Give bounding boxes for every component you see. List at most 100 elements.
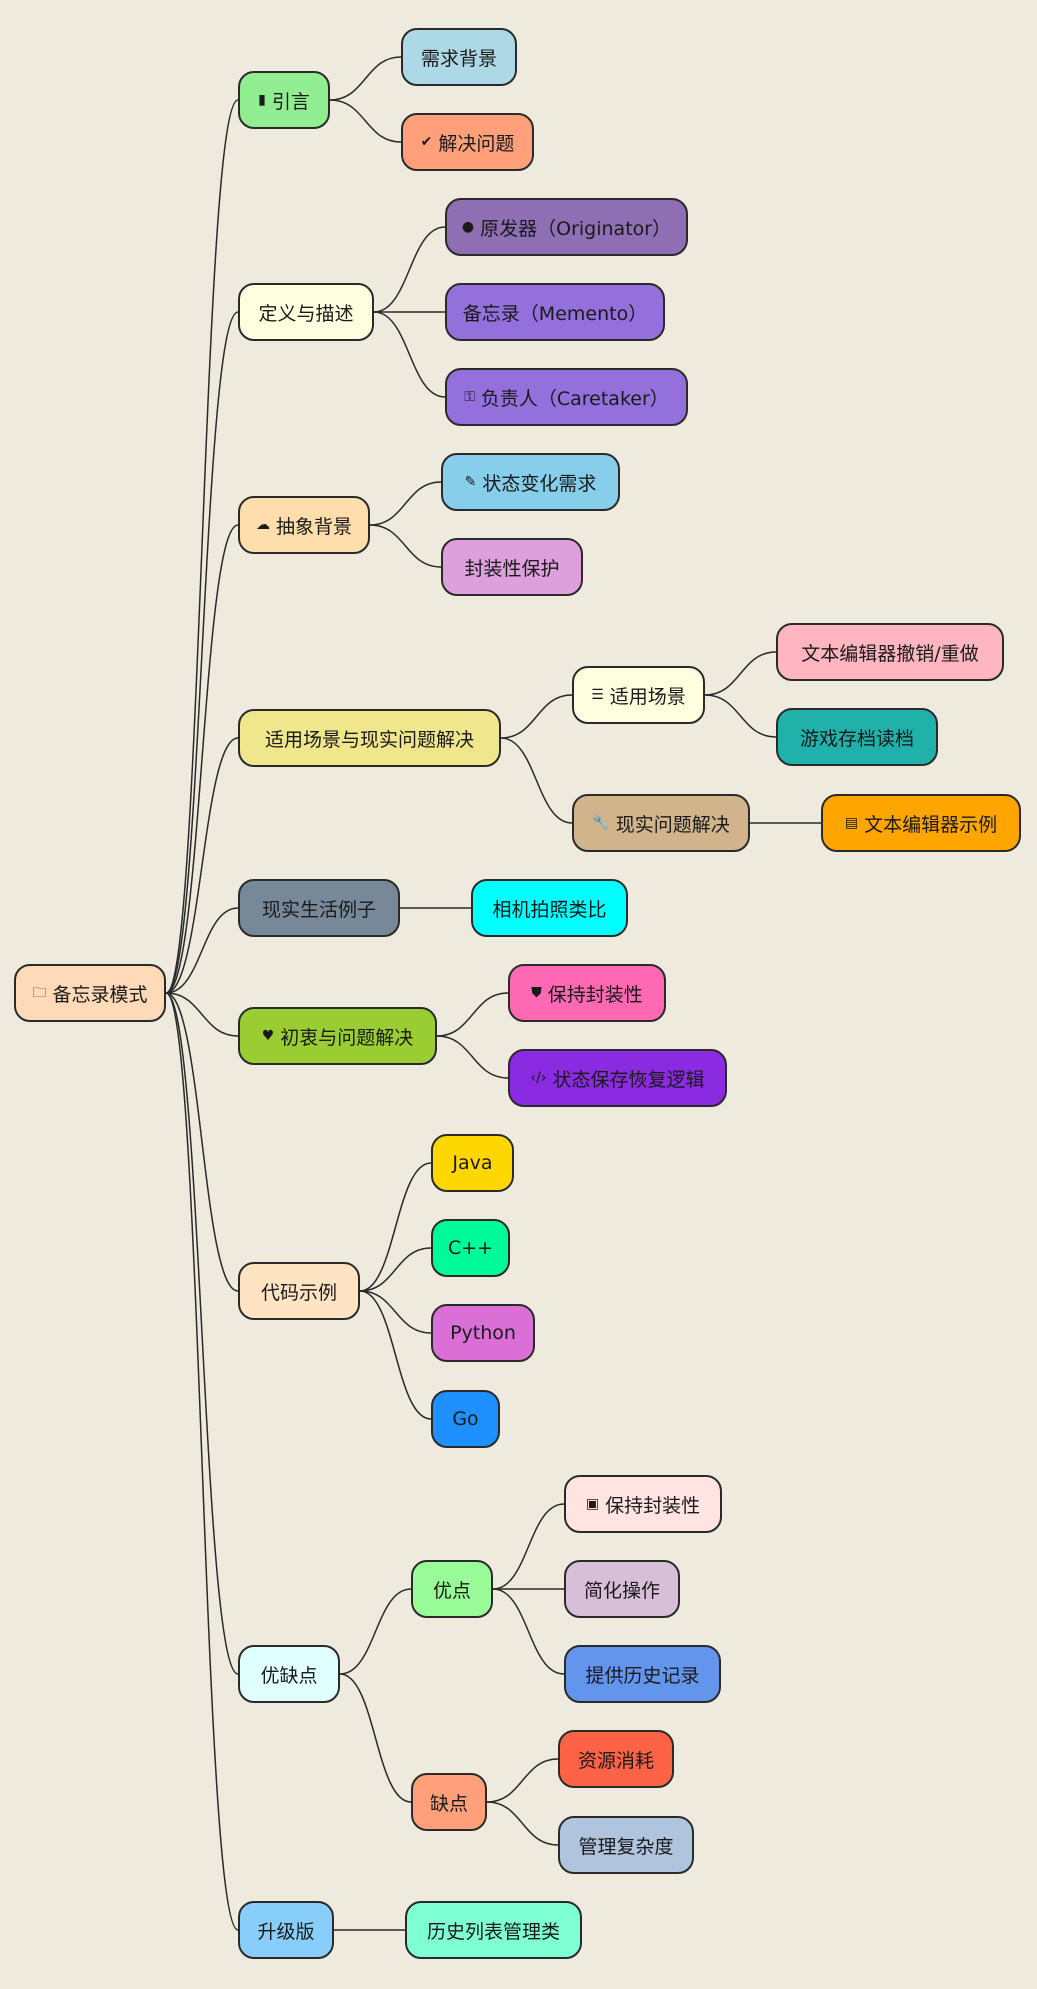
node-applicable-scenarios[interactable]: ☰适用场景 <box>572 666 705 724</box>
edge-connector <box>359 1162 432 1292</box>
topic-real-life-example[interactable]: 现实生活例子 <box>238 879 400 937</box>
node-label: 文本编辑器撤销/重做 <box>801 642 979 665</box>
edge-connector <box>436 1035 509 1079</box>
node-cons[interactable]: 缺点 <box>411 1773 487 1831</box>
node-label: 文本编辑器示例 <box>864 813 998 836</box>
topic-code-examples[interactable]: 代码示例 <box>238 1262 360 1320</box>
edge-connector <box>329 56 402 101</box>
edge-connector <box>492 1503 565 1590</box>
node-label: 升级版 <box>257 1920 315 1943</box>
node-history-list-manager[interactable]: 历史列表管理类 <box>405 1901 582 1959</box>
node-camera-analogy[interactable]: 相机拍照类比 <box>471 879 628 937</box>
edge-connector <box>165 99 239 994</box>
node-caretaker[interactable]: ⚿负责人（Caretaker） <box>445 368 688 426</box>
node-go[interactable]: Go <box>431 1390 500 1448</box>
topic-intent[interactable]: ♥初衷与问题解决 <box>238 1007 437 1065</box>
edge-connector <box>500 694 573 739</box>
pencil-icon: ✎ <box>464 474 477 490</box>
topic-intro[interactable]: ▮ 引言 <box>238 71 330 129</box>
node-label: 简化操作 <box>583 1579 660 1602</box>
node-cpp[interactable]: C++ <box>431 1219 510 1277</box>
node-label: 优点 <box>432 1579 471 1602</box>
topic-upgrade[interactable]: 升级版 <box>238 1901 334 1959</box>
edge-connector <box>165 992 239 1292</box>
node-con-resource[interactable]: 资源消耗 <box>558 1730 674 1788</box>
edge-connector <box>704 694 777 738</box>
node-pros[interactable]: 优点 <box>411 1560 493 1618</box>
node-label: 状态保存恢复逻辑 <box>552 1068 705 1091</box>
node-pro-keep-encapsulation[interactable]: ▣保持封装性 <box>564 1475 722 1533</box>
node-con-complexity[interactable]: 管理复杂度 <box>558 1816 694 1874</box>
node-label: 备忘录（Memento） <box>462 302 648 325</box>
root-node[interactable]: 🗀 备忘录模式 <box>14 964 166 1022</box>
node-label: Go <box>452 1408 479 1430</box>
node-label: 缺点 <box>429 1792 468 1815</box>
topic-pros-cons[interactable]: 优缺点 <box>238 1645 340 1703</box>
node-game-save-load[interactable]: 游戏存档读档 <box>776 708 938 766</box>
node-label: C++ <box>447 1237 494 1259</box>
node-label: 原发器（Originator） <box>480 217 672 240</box>
node-state-save-restore[interactable]: ‹/› 状态保存恢复逻辑 <box>508 1049 727 1107</box>
node-label: 状态变化需求 <box>482 472 597 495</box>
node-label: 管理复杂度 <box>578 1835 674 1858</box>
topic-abstract-background[interactable]: ☁抽象背景 <box>238 496 370 554</box>
edge-connector <box>492 1588 565 1675</box>
edge-connector <box>165 992 239 1931</box>
node-requirement-background[interactable]: 需求背景 <box>401 28 517 86</box>
node-label: 提供历史记录 <box>585 1664 700 1687</box>
node-keep-encapsulation[interactable]: ⛊ 保持封装性 <box>508 964 666 1022</box>
node-text-editor-example[interactable]: ▤ 文本编辑器示例 <box>821 794 1021 852</box>
edge-connector <box>339 1588 412 1675</box>
folder-icon: 🗀 <box>32 985 47 1001</box>
edge-connector <box>369 524 442 568</box>
topic-definition[interactable]: 定义与描述 <box>238 283 374 341</box>
box-icon: ▣ <box>585 1496 600 1512</box>
edge-connector <box>165 311 239 994</box>
edge-connector <box>486 1801 559 1846</box>
node-label: 备忘录模式 <box>52 983 148 1006</box>
file-icon: ▤ <box>844 815 859 831</box>
node-pro-history[interactable]: 提供历史记录 <box>564 1645 721 1703</box>
wrench-icon: 🔧 <box>592 815 610 831</box>
edge-connector <box>359 1247 432 1292</box>
node-python[interactable]: Python <box>431 1304 535 1362</box>
book-icon: ▮ <box>258 92 266 108</box>
node-label: 引言 <box>271 90 310 113</box>
edge-connector <box>373 226 446 313</box>
node-label: 保持封装性 <box>547 983 643 1006</box>
user-icon: ● <box>461 219 475 235</box>
edge-connector <box>165 992 239 1037</box>
node-state-change-need[interactable]: ✎ 状态变化需求 <box>441 453 620 511</box>
node-encapsulation-protection[interactable]: 封装性保护 <box>441 538 583 596</box>
node-label: 现实问题解决 <box>615 813 730 836</box>
node-label: 适用场景 <box>609 685 686 708</box>
node-memento[interactable]: 备忘录（Memento） <box>445 283 665 341</box>
topic-scenarios[interactable]: 适用场景与现实问题解决 <box>238 709 501 767</box>
cloud-icon: ☁ <box>255 517 270 533</box>
node-label: 封装性保护 <box>464 557 560 580</box>
node-label: 现实生活例子 <box>261 898 376 921</box>
edge-connector <box>486 1758 559 1803</box>
node-pro-simplify[interactable]: 简化操作 <box>564 1560 680 1618</box>
edge-connector <box>165 992 239 1675</box>
node-label: 适用场景与现实问题解决 <box>264 728 474 751</box>
edge-connector <box>339 1673 412 1803</box>
node-label: 代码示例 <box>260 1281 337 1304</box>
edge-connector <box>165 737 239 994</box>
edge-connector <box>165 907 239 994</box>
node-text-editor-undo-redo[interactable]: 文本编辑器撤销/重做 <box>776 623 1004 681</box>
check-icon: ✔ <box>420 134 433 150</box>
node-label: Python <box>450 1322 516 1344</box>
shield-icon: ⛊ <box>531 985 542 1001</box>
key-icon: ⚿ <box>464 389 475 405</box>
node-solve-problem[interactable]: ✔解决问题 <box>401 113 534 171</box>
code-icon: ‹/› <box>530 1070 547 1086</box>
heart-icon: ♥ <box>261 1028 275 1044</box>
edge-connector <box>359 1290 432 1420</box>
node-originator[interactable]: ● 原发器（Originator） <box>445 198 688 256</box>
node-java[interactable]: Java <box>431 1134 514 1192</box>
node-label: 优缺点 <box>260 1664 318 1687</box>
node-real-problem-solving[interactable]: 🔧 现实问题解决 <box>572 794 750 852</box>
